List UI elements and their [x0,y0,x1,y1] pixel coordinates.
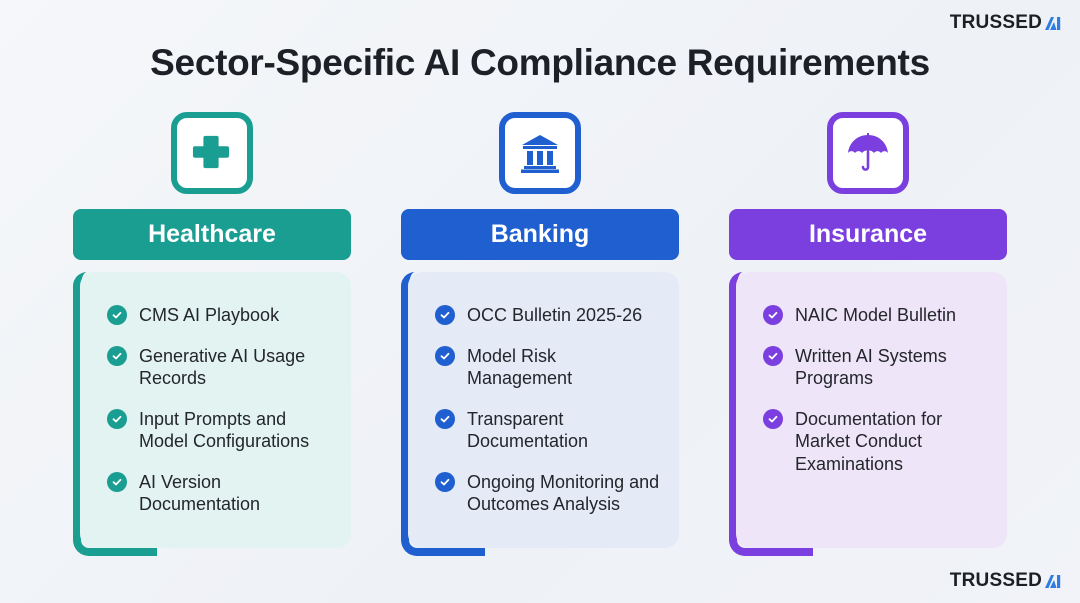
sector-header-healthcare: Healthcare [73,209,351,260]
brand-name: TRUSSED [949,12,1042,33]
page-title: Sector-Specific AI Compliance Requiremen… [150,42,930,83]
ai-mark-icon [1045,575,1061,588]
check-circle-icon [435,345,455,366]
list-item: AI Version Documentation [107,471,341,516]
check-circle-icon [107,471,127,492]
umbrella-icon [848,133,888,171]
banking-icon-box [499,112,581,194]
ai-mark-icon [1045,17,1061,30]
card-accent [401,272,485,556]
sector-column-banking: Banking OCC Bulletin 2025-26 Model Risk … [401,0,679,603]
check-circle-icon [763,408,783,429]
list-item: Input Prompts and Model Configurations [107,408,341,453]
check-circle-icon [107,305,127,325]
check-circle-icon [435,471,455,492]
check-circle-icon [107,345,127,366]
list-item: NAIC Model Bulletin [763,304,997,327]
list-item: CMS AI Playbook [107,304,341,327]
list-item: Documentation for Market Conduct Examina… [763,408,997,476]
brand-name: TRUSSED [949,570,1042,591]
check-circle-icon [763,305,783,325]
requirements-card-healthcare: CMS AI Playbook Generative AI Usage Reco… [80,272,351,548]
bank-building-icon [521,135,559,173]
brand-logo: TRUSSED [950,12,1062,34]
list-item: Written AI Systems Programs [763,345,997,390]
sector-column-healthcare: Healthcare CMS AI Playbook Generative AI… [73,0,351,603]
card-accent [73,272,157,556]
sector-header-banking: Banking [401,209,679,260]
insurance-icon-box [827,112,909,194]
medical-cross-icon [192,135,230,169]
list-item: Transparent Documentation [435,408,669,453]
requirements-card-insurance: NAIC Model Bulletin Written AI Systems P… [736,272,1007,548]
sector-header-insurance: Insurance [729,209,1007,260]
list-item: Ongoing Monitoring and Outcomes Analysis [435,471,669,516]
check-circle-icon [763,345,783,366]
healthcare-icon-box [171,112,253,194]
list-item: Model Risk Management [435,345,669,390]
list-item: OCC Bulletin 2025-26 [435,304,669,327]
sector-column-insurance: Insurance NAIC Model Bulletin Written AI… [729,0,1007,603]
requirements-card-banking: OCC Bulletin 2025-26 Model Risk Manageme… [408,272,679,548]
brand-logo-footer: TRUSSED [950,570,1062,592]
check-circle-icon [435,408,455,429]
check-circle-icon [107,408,127,429]
card-accent [729,272,813,556]
check-circle-icon [435,305,455,325]
list-item: Generative AI Usage Records [107,345,341,390]
